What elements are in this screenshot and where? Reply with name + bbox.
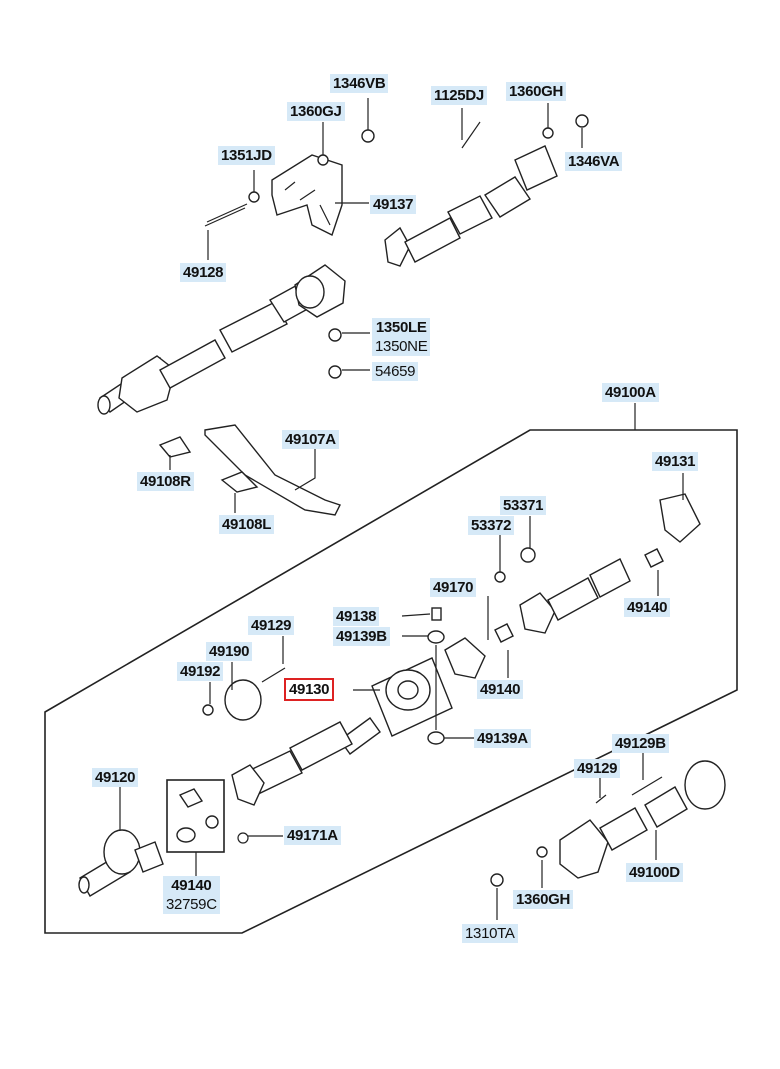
label-1350LE-1350NE[interactable]: 1350LE 1350NE [372,318,431,356]
nut-1346VA-drawing [575,114,589,128]
cross-49140-mid-drawing [494,623,514,643]
bolt-49128-drawing [204,203,248,227]
yoke-49170-drawing [444,637,486,679]
kit-seal-drawing [205,815,219,829]
bolt-49129B-drawing [631,776,663,796]
label-49108R[interactable]: 49108R [137,472,194,491]
label-49108L[interactable]: 49108L [219,515,275,534]
spacer-49139A-drawing [427,731,445,745]
spacer-49139B-drawing [427,630,445,644]
label-54659[interactable]: 54659 [372,362,419,381]
washer-1360GJ-drawing [317,154,329,166]
label-53372[interactable]: 53372 [468,516,515,535]
label-49171A[interactable]: 49171A [284,826,341,845]
label-1346VB[interactable]: 1346VB [330,74,389,93]
nut-54659-drawing [328,365,342,379]
washer-1360GH-bottom-drawing [536,846,548,858]
flange-49190-drawing [224,679,262,721]
label-49100A[interactable]: 49100A [602,383,659,402]
bolt-49129-left-drawing [261,667,286,683]
label-49139A[interactable]: 49139A [474,729,531,748]
label-49138[interactable]: 49138 [333,607,380,626]
bolt-49138-drawing [431,607,442,621]
clip-49171A-drawing [237,832,249,844]
front-shaft-drawing [231,717,381,806]
center-bearing-49130-drawing [371,657,453,737]
label-49140-right[interactable]: 49140 [624,598,671,617]
label-49190[interactable]: 49190 [206,642,253,661]
label-1346VA[interactable]: 1346VA [565,152,623,171]
label-1350NE: 1350NE [375,338,428,355]
bolt-1125DJ-drawing [461,121,481,149]
washer-1360GH-top-drawing [542,127,554,139]
label-49139B[interactable]: 49139B [333,627,390,646]
label-49107A[interactable]: 49107A [282,430,339,449]
yoke-49120-drawing [78,829,164,897]
bracket-49107A-drawing [204,424,341,516]
nut-49192-drawing [202,704,214,716]
label-49192[interactable]: 49192 [177,662,224,681]
label-32759C: 32759C [166,896,217,913]
label-49100D[interactable]: 49100D [626,863,683,882]
upper-left-shaft-drawing [97,264,346,415]
bracket-49137-drawing [271,154,343,236]
nut-53371-drawing [520,547,536,563]
washer-1351JD-drawing [248,191,260,203]
label-49120[interactable]: 49120 [92,768,139,787]
label-49140-mid[interactable]: 49140 [477,680,524,699]
bracket-49108L-drawing [220,471,259,493]
bolt-49129-right-drawing [595,794,607,804]
label-49140-kit-code: 49140 [171,877,212,894]
rear-shaft-drawing [519,493,701,634]
label-49170[interactable]: 49170 [430,578,477,597]
upper-right-shaft-drawing [384,145,558,267]
label-49128[interactable]: 49128 [180,263,227,282]
label-1351JD[interactable]: 1351JD [218,146,275,165]
label-1350LE: 1350LE [375,319,427,336]
cross-49140-right-drawing [644,548,664,568]
assembly-49100A-outline [44,429,738,934]
label-1360GH-bottom[interactable]: 1360GH [513,890,574,909]
label-53371[interactable]: 53371 [500,496,547,515]
label-49140-kit[interactable]: 49140 32759C [163,876,220,914]
label-49131[interactable]: 49131 [652,452,699,471]
nut-1310TA-drawing [490,873,504,887]
label-49137[interactable]: 49137 [370,195,417,214]
washer-53372-drawing [494,571,506,583]
label-49129B[interactable]: 49129B [612,734,669,753]
kit-cross-drawing [178,788,204,808]
label-1360GH-top[interactable]: 1360GH [506,82,567,101]
label-49129-left[interactable]: 49129 [248,616,295,635]
shaft-49100D-drawing [559,760,726,879]
kit-cup-drawing [176,827,196,843]
label-49130-selected[interactable]: 49130 [283,678,335,701]
leader-lines [119,98,684,920]
label-1310TA[interactable]: 1310TA [462,924,518,943]
nut-1346VB-drawing [361,129,375,143]
label-49129-right[interactable]: 49129 [574,759,621,778]
label-1360GJ[interactable]: 1360GJ [287,102,345,121]
bracket-49108R-drawing [158,436,192,458]
label-1125DJ[interactable]: 1125DJ [431,86,487,105]
nut-1350LE-drawing [328,328,342,342]
